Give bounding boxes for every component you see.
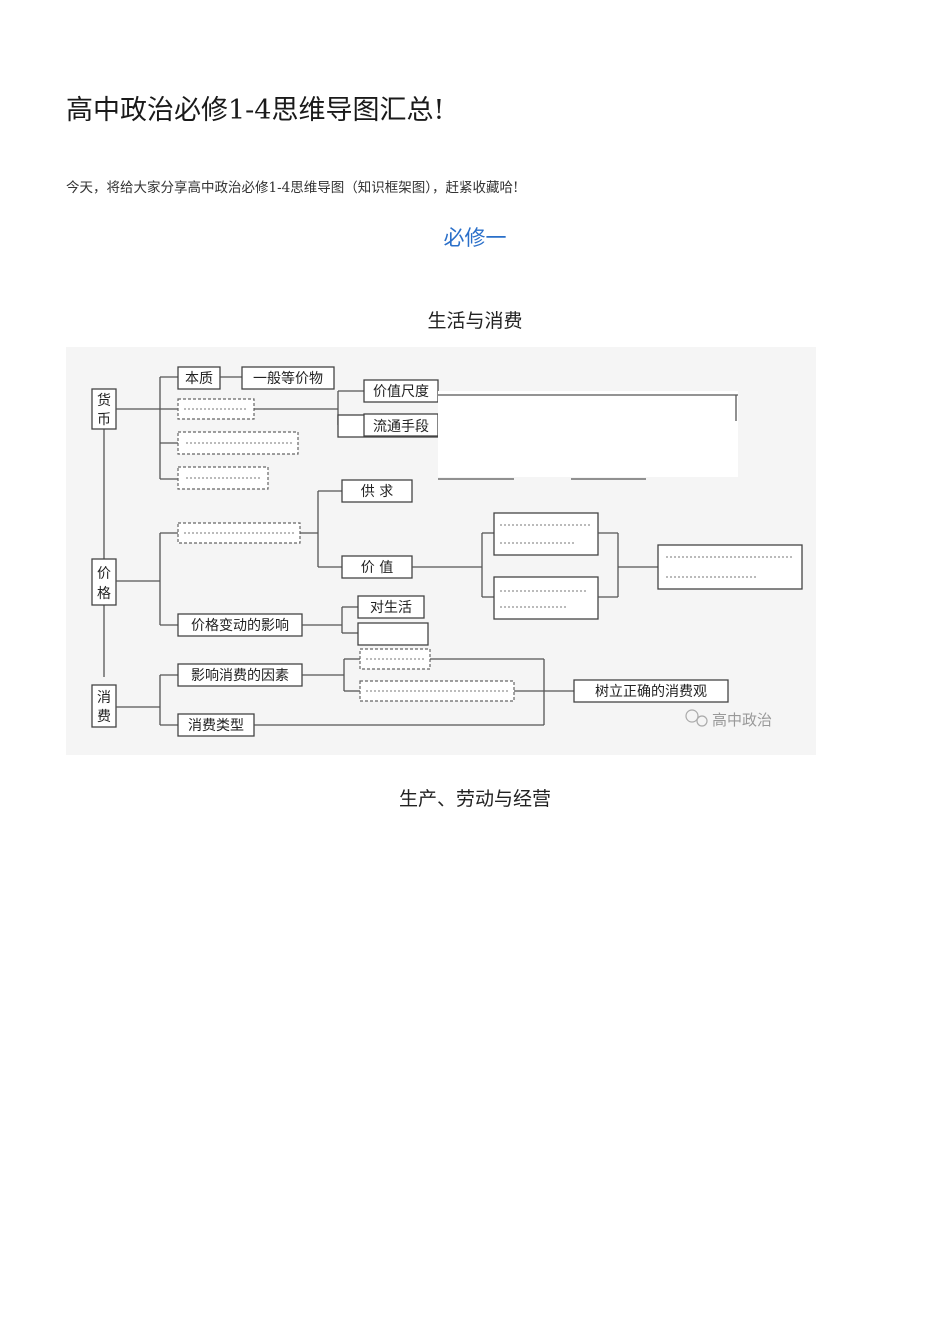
- mindmap-image: 货 币 本质 一般等价物 价值尺度 流通手段: [66, 347, 816, 755]
- mindmap-caption-consumption: 生活与消费: [427, 310, 523, 332]
- node-blank-on-production: [357, 622, 429, 646]
- node-consumption-factors: 影响消费的因素: [191, 668, 289, 684]
- node-correct-consumption: 树立正确的消费观: [595, 684, 707, 700]
- node-blank-law-of-value: [657, 544, 803, 590]
- node-blank-value-1: [493, 512, 599, 556]
- section-heading[interactable]: 必修一: [443, 226, 507, 250]
- node-circulation: 流通手段: [373, 419, 429, 435]
- node-on-life: 对生活: [370, 600, 412, 616]
- node-general-equivalent: 一般等价物: [253, 370, 323, 387]
- root-consumption-char1: 消: [97, 690, 111, 706]
- root-price-char1: 价: [97, 566, 111, 582]
- mindmap-caption-production: 生产、劳动与经营: [398, 788, 551, 810]
- node-essence-box: [177, 366, 221, 390]
- node-essence: 本质: [185, 371, 213, 387]
- root-currency-char1: 货: [97, 392, 111, 409]
- node-supply-demand: 供 求: [361, 484, 393, 500]
- node-correct-consumption-box: [573, 679, 729, 703]
- node-price-change: 价格变动的影响: [191, 618, 289, 634]
- intro-paragraph: 今天，将给大家分享高中政治必修1-4思维导图（知识框架图），赶紧收藏哈!: [66, 180, 519, 196]
- node-measure-value: 价值尺度: [373, 384, 429, 400]
- node-supply-demand-box: [341, 479, 413, 503]
- node-blank-factor-2: [359, 680, 515, 702]
- root-currency-char2: 币: [97, 412, 111, 428]
- node-on-life-box: [357, 595, 425, 619]
- node-consumption-types: 消费类型: [188, 718, 244, 734]
- node-blank-value-2: [493, 576, 599, 620]
- page-title: 高中政治必修1-4思维导图汇总!: [66, 95, 445, 126]
- watermark-text: 高中政治: [712, 711, 772, 729]
- root-consumption-char2: 费: [97, 709, 111, 725]
- redacted-region: [438, 391, 738, 477]
- node-value: 价 值: [361, 560, 393, 576]
- root-consumption-box: [91, 684, 117, 728]
- root-price-box: [91, 558, 117, 606]
- node-general-equivalent-box: [241, 366, 335, 390]
- wechat-icon: [685, 709, 708, 727]
- root-price-char2: 格: [97, 586, 111, 602]
